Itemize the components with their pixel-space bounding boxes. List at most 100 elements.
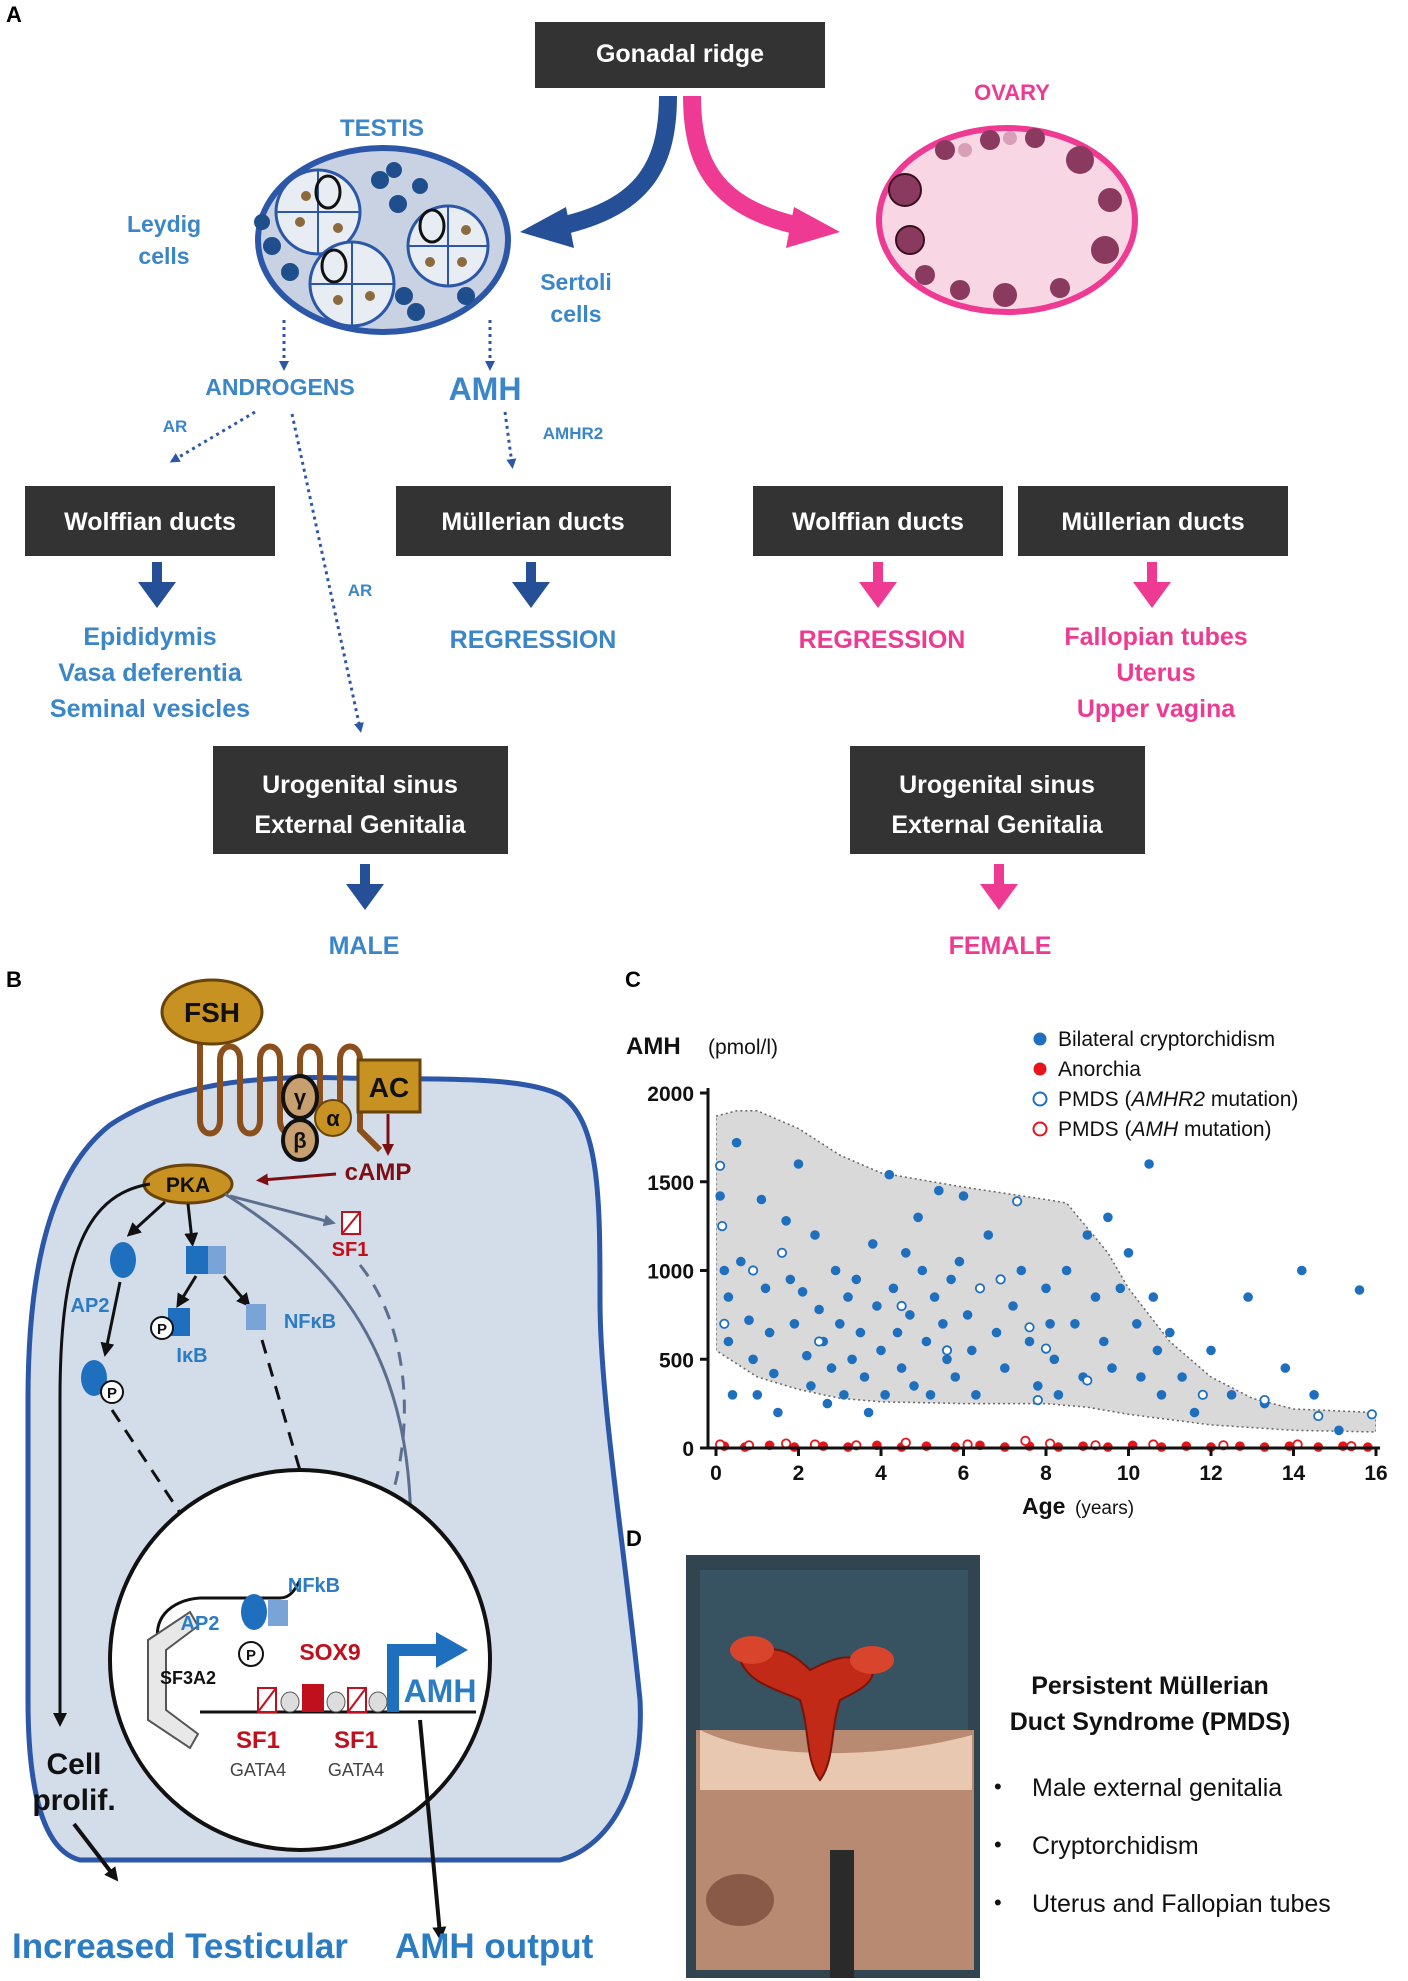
point-series-0-23 (814, 1304, 824, 1315)
ap2-label: AP2 (71, 1295, 110, 1317)
p-label-1: P (157, 1321, 167, 1338)
female-ugs-label-2: External Genitalia (891, 811, 1103, 839)
point-series-1-14 (1078, 1441, 1088, 1451)
point-series-0-100 (1334, 1425, 1344, 1436)
phospho-ikb (150, 1316, 174, 1340)
gonadal-ridge-label: Gonadal ridge (596, 40, 764, 68)
legend-label-2: PMDS (AMHR2 mutation) (1058, 1088, 1298, 1111)
arrow-to-ovary (683, 95, 810, 237)
point-series-0-28 (835, 1319, 845, 1329)
ac-box (356, 1058, 422, 1114)
point-series-2-7 (941, 1345, 953, 1356)
uterus-label: Uterus (1116, 659, 1195, 687)
point-series-0-94 (1226, 1390, 1237, 1400)
gonadal-ridge-box (535, 22, 825, 88)
ap2-nuc-shape (241, 1594, 267, 1630)
point-series-0-1 (719, 1265, 730, 1276)
surgical-photo (686, 1555, 980, 1978)
point-series-0-7 (744, 1315, 754, 1325)
point-series-0-25 (822, 1398, 833, 1409)
panel-d: D Persistent Müllerian Duct Syndrome (PM… (626, 1526, 1331, 1978)
point-series-0-48 (917, 1265, 928, 1276)
arrow-ap2-phos (100, 1281, 122, 1357)
point-series-1-20 (1235, 1441, 1245, 1451)
gata4-label-b: GATA4 (328, 1760, 384, 1780)
point-series-0-51 (929, 1292, 940, 1302)
point-series-0-44 (901, 1248, 911, 1258)
g-alpha (314, 1099, 352, 1137)
legend-label-3: PMDS (AMH mutation) (1058, 1118, 1272, 1141)
x-tick-label-8: 8 (1040, 1462, 1052, 1485)
point-series-0-78 (1090, 1292, 1101, 1302)
point-series-0-52 (934, 1185, 944, 1196)
point-series-0-73 (1053, 1390, 1064, 1400)
testis-label: TESTIS (340, 115, 424, 142)
point-series-0-13 (769, 1368, 779, 1379)
bottom-label-2: AMH output (395, 1927, 594, 1966)
point-series-0-79 (1099, 1336, 1109, 1347)
female-wolffian-box (753, 486, 1003, 556)
point-series-0-59 (962, 1310, 973, 1320)
male-ugs-label-2: External Genitalia (254, 811, 466, 839)
point-series-0-60 (967, 1345, 977, 1356)
beta-label: β (293, 1128, 306, 1153)
x-tick-label-0: 0 (710, 1462, 722, 1485)
point-series-0-54 (942, 1354, 952, 1365)
ap2-nuc-label: AP2 (181, 1613, 220, 1635)
point-series-0-50 (925, 1390, 936, 1400)
point-series-0-14 (773, 1407, 783, 1418)
panel-c: C AMH (pmol/l) Bilateral cryptorchidismA… (625, 967, 1388, 1519)
point-series-0-82 (1115, 1283, 1126, 1294)
male-mullerian-box (396, 486, 671, 556)
sf1-site-b-hatch (347, 1687, 367, 1713)
arrow-amh-mullerian (503, 411, 517, 469)
point-series-3-7 (1020, 1435, 1031, 1447)
point-series-0-31 (847, 1354, 857, 1365)
point-series-2-11 (1024, 1322, 1035, 1333)
point-series-0-3 (723, 1336, 734, 1347)
arrow-to-testis (550, 95, 677, 237)
point-series-0-71 (1045, 1319, 1055, 1329)
gata4-label-a: GATA4 (230, 1760, 286, 1780)
nfkb-free (246, 1304, 266, 1330)
nfkb-nuc-label: NFkB (288, 1575, 340, 1597)
arrow-pka-ikb (184, 1203, 199, 1247)
y-tick-label-500: 500 (659, 1349, 694, 1372)
y-axis-title: AMH (626, 1033, 681, 1060)
point-series-0-61 (971, 1390, 981, 1400)
female-down-arrows (859, 562, 1171, 910)
point-series-0-36 (868, 1239, 878, 1249)
bullet-dot-3: • (994, 1890, 1002, 1915)
point-series-0-57 (954, 1256, 965, 1267)
arrow-pka-sox9 (224, 1192, 417, 1566)
gata4-site-a (280, 1691, 300, 1713)
sox9-site (302, 1684, 324, 1712)
arrow-to-ovary-head (786, 207, 840, 248)
point-series-2-14 (1082, 1375, 1093, 1386)
y-tick-label-0: 0 (682, 1438, 694, 1461)
phospho-ap2-nuc (238, 1641, 264, 1667)
alpha-label: α (326, 1106, 340, 1131)
bullet-dot-2: • (994, 1832, 1002, 1857)
point-series-0-43 (896, 1363, 907, 1373)
ikb-shape (186, 1246, 208, 1274)
male-regression-label: REGRESSION (450, 626, 617, 654)
female-mullerian-label: Müllerian ducts (1061, 508, 1244, 536)
point-series-0-4 (727, 1390, 738, 1400)
point-series-0-46 (909, 1381, 919, 1391)
x-tick-label-10: 10 (1117, 1462, 1140, 1485)
point-series-0-85 (1136, 1372, 1146, 1382)
legend-marker-3 (1032, 1121, 1048, 1137)
point-series-0-53 (938, 1319, 948, 1329)
point-series-0-41 (888, 1283, 899, 1294)
point-series-0-98 (1297, 1265, 1307, 1276)
sf3a2-shape (147, 1610, 200, 1750)
point-series-0-30 (843, 1292, 853, 1302)
point-series-1-8 (921, 1441, 932, 1451)
fsh-label: FSH (184, 997, 240, 1028)
leydig-label-2: cells (138, 243, 189, 269)
point-series-0-88 (1152, 1345, 1163, 1356)
point-series-0-19 (797, 1287, 808, 1297)
sertoli-label-1: Sertoli (540, 269, 612, 295)
